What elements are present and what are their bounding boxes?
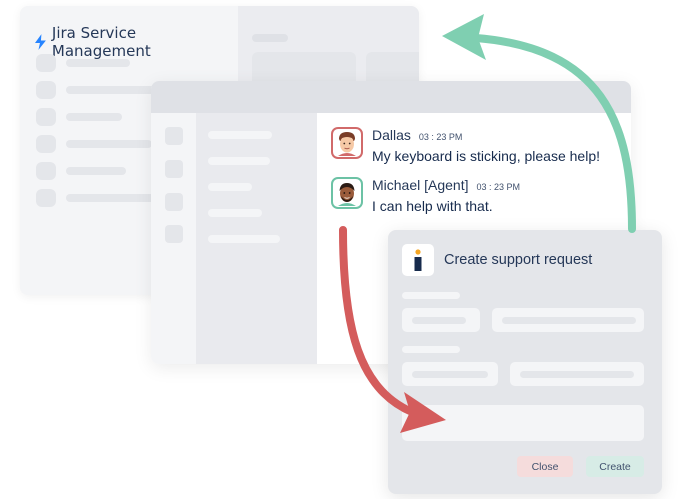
chat-titlebar	[151, 81, 631, 113]
user-avatar-icon	[331, 127, 363, 159]
rail-icon-placeholder	[165, 160, 183, 178]
message-time: 03 : 23 PM	[418, 132, 463, 142]
chat-rail	[151, 113, 196, 364]
main-heading-placeholder	[252, 34, 288, 42]
dialog-title: Create support request	[444, 252, 593, 268]
channel-placeholder	[208, 183, 252, 191]
message-time: 03 : 23 PM	[476, 182, 521, 192]
sidebar-icon-placeholder	[36, 108, 56, 126]
sender-name: Dallas	[372, 127, 411, 143]
sidebar-item-placeholder	[66, 194, 158, 202]
field-label-placeholder	[402, 346, 460, 353]
jira-brand: Jira Service Management	[34, 24, 238, 60]
channel-placeholder	[208, 235, 280, 243]
sidebar-icon-placeholder	[36, 54, 56, 72]
message-text: I can help with that.	[372, 198, 493, 214]
jira-title: Jira Service Management	[51, 24, 151, 60]
request-field[interactable]	[492, 308, 644, 332]
rail-icon-placeholder	[165, 193, 183, 211]
support-request-dialog: Create support request Close Create	[388, 230, 662, 494]
rail-icon-placeholder	[165, 127, 183, 145]
sidebar-icon-placeholder	[36, 189, 56, 207]
green-arrow-shaft	[472, 34, 636, 233]
description-field[interactable]	[402, 405, 644, 441]
channel-placeholder	[208, 157, 270, 165]
sidebar-item-placeholder	[66, 140, 152, 148]
chat-message: Dallas 03 : 23 PM My keyboard is stickin…	[331, 127, 600, 164]
sidebar-icon-placeholder	[36, 81, 56, 99]
rail-icon-placeholder	[165, 225, 183, 243]
chat-message: Michael [Agent] 03 : 23 PM I can help wi…	[331, 177, 520, 214]
field-label-placeholder	[402, 292, 460, 299]
lightning-bolt-icon	[34, 34, 46, 50]
create-button[interactable]: Create	[586, 456, 644, 477]
green-arrow-head-icon	[442, 14, 486, 60]
request-field[interactable]	[402, 362, 498, 386]
channel-placeholder	[208, 131, 272, 139]
info-icon	[402, 244, 434, 276]
red-arrow-shaft	[339, 226, 416, 416]
agent-avatar-icon	[331, 177, 363, 209]
sidebar-item-placeholder	[66, 113, 122, 121]
close-button[interactable]: Close	[517, 456, 573, 477]
message-text: My keyboard is sticking, please help!	[372, 148, 600, 164]
chat-channel-list	[196, 113, 317, 364]
sidebar-icon-placeholder	[36, 135, 56, 153]
red-arrow-head-icon	[400, 392, 446, 433]
request-field[interactable]	[402, 308, 480, 332]
request-field[interactable]	[510, 362, 644, 386]
sidebar-item-placeholder	[66, 86, 156, 94]
sidebar-item-placeholder	[66, 167, 126, 175]
sidebar-item-placeholder	[66, 59, 130, 67]
sidebar-icon-placeholder	[36, 162, 56, 180]
channel-placeholder	[208, 209, 262, 217]
sender-name: Michael [Agent]	[372, 177, 469, 193]
